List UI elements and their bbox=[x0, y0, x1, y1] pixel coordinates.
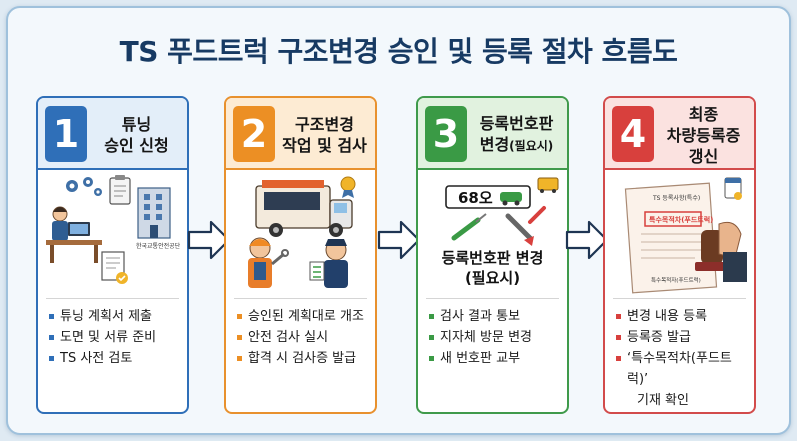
step-4-item: 등록증 발급 bbox=[615, 327, 748, 348]
screwdriver-icon bbox=[451, 213, 487, 241]
plate-caption: 등록번호판 변경 (필요시) bbox=[418, 248, 567, 288]
step-title-2-line1: 구조변경 bbox=[295, 115, 354, 134]
step-card-4: 4 최종 차량등록증 갱신 TS 등록사항(특수) 특수목적차(푸드트럭) 특수… bbox=[603, 96, 756, 414]
step-3-item: 새 번호판 교부 bbox=[428, 348, 561, 369]
step-1-item: 도면 및 서류 준비 bbox=[48, 327, 181, 348]
wrench-icon bbox=[505, 206, 546, 246]
flow-arrow-icon bbox=[377, 220, 421, 260]
plate-caption-line2: (필요시) bbox=[464, 269, 521, 287]
step-title-2-line2: 작업 및 검사 bbox=[282, 136, 367, 155]
step-title-3-note: (필요시) bbox=[509, 139, 554, 153]
step-card-2: 2 구조변경 작업 및 검사 bbox=[224, 96, 377, 414]
step-title-2: 구조변경 작업 및 검사 bbox=[278, 108, 371, 162]
step-title-4-line2: 차량등록증 갱신 bbox=[666, 125, 741, 166]
building-label: 한국교통안전공단 bbox=[136, 242, 181, 250]
step-title-1-line1: 튜닝 bbox=[121, 115, 152, 134]
step-title-1: 튜닝 승인 신청 bbox=[90, 108, 183, 162]
step-items-2: 승인된 계획대로 개조 안전 검사 실시 합격 시 검사증 발급 bbox=[236, 306, 369, 369]
food-truck-icon bbox=[255, 180, 353, 237]
flow-arrow-icon bbox=[565, 220, 609, 260]
step-4-item-continued: 기재 확인 bbox=[637, 393, 689, 408]
step-3-item: 지자체 방문 변경 bbox=[428, 327, 561, 348]
step-1-item: TS 사전 검토 bbox=[48, 348, 181, 369]
flow-arrow-icon bbox=[187, 220, 231, 260]
step-header-1: 1 튜닝 승인 신청 bbox=[38, 98, 187, 170]
step-title-3-line2: 변경(필요시) bbox=[480, 134, 554, 157]
step-items-4: 변경 내용 등록 등록증 발급 ‘특수목적차(푸드트럭)’ 기재 확인 bbox=[615, 306, 748, 411]
step-title-4-line1: 최종 bbox=[688, 104, 719, 124]
step-title-3-line1: 등록번호판 bbox=[479, 114, 554, 133]
building-icon bbox=[137, 187, 171, 239]
certification-badge-icon bbox=[340, 176, 356, 198]
step-title-3-main: 변경 bbox=[479, 135, 510, 154]
step-number-1: 1 bbox=[45, 106, 87, 162]
license-plate-icon: 68오 bbox=[445, 185, 531, 209]
diagram-title: TS 푸드트럭 구조변경 승인 및 등록 절차 흐름도 bbox=[119, 35, 678, 68]
approved-document-icon bbox=[101, 251, 128, 284]
inspector-officer-icon bbox=[309, 239, 348, 288]
step-divider-3 bbox=[426, 298, 559, 299]
document-stamp-text: 특수목적차(푸드트럭) bbox=[649, 215, 713, 224]
step-card-3: 3 등록번호판 변경(필요시) 68오 등록번호판 변경 (필요시) bbox=[416, 96, 569, 414]
office-application-illustration: 한국교통안전공단 bbox=[46, 175, 181, 284]
stamp-hand-icon bbox=[695, 221, 747, 282]
step-4-item: 변경 내용 등록 bbox=[615, 306, 748, 327]
step-divider-4 bbox=[613, 298, 746, 299]
registration-certificate-illustration: TS 등록사항(특수) 특수목적차(푸드트럭) 특수목적자(푸드트럭) bbox=[624, 177, 747, 294]
step-divider-2 bbox=[234, 298, 367, 299]
step-title-1-line2: 승인 신청 bbox=[104, 136, 169, 155]
step-number-3: 3 bbox=[425, 106, 467, 162]
step-2-item: 안전 검사 실시 bbox=[236, 327, 369, 348]
person-at-desk-icon bbox=[46, 206, 102, 263]
step-1-item: 튜닝 계획서 제출 bbox=[48, 306, 181, 327]
plate-caption-line1: 등록번호판 변경 bbox=[441, 249, 544, 267]
plate-number-text: 68오 bbox=[458, 189, 493, 207]
step-3-item: 검사 결과 통보 bbox=[428, 306, 561, 327]
step-items-1: 튜닝 계획서 제출 도면 및 서류 준비 TS 사전 검토 bbox=[48, 306, 181, 369]
step-2-item: 합격 시 검사증 발급 bbox=[236, 348, 369, 369]
step-number-4: 4 bbox=[612, 106, 654, 162]
mechanic-worker-icon bbox=[248, 237, 289, 288]
calendar-badge-icon bbox=[724, 177, 742, 200]
inspection-illustration bbox=[248, 176, 356, 288]
step-items-3: 검사 결과 통보 지자체 방문 변경 새 번호판 교부 bbox=[428, 306, 561, 369]
registration-document-icon: TS 등록사항(특수) 특수목적차(푸드트럭) 특수목적자(푸드트럭) bbox=[624, 182, 718, 294]
step-title-4: 최종 차량등록증 갱신 bbox=[657, 105, 750, 166]
gear-icon bbox=[66, 177, 102, 196]
step-4-item: ‘특수목적차(푸드트럭)’ bbox=[615, 348, 748, 390]
step-divider-1 bbox=[46, 298, 179, 299]
step-header-3: 3 등록번호판 변경(필요시) bbox=[418, 98, 567, 170]
step-card-1: 1 튜닝 승인 신청 한국교통안전공단 bbox=[36, 96, 189, 414]
step-number-2: 2 bbox=[233, 106, 275, 162]
step-header-2: 2 구조변경 작업 및 검사 bbox=[226, 98, 375, 170]
document-header-text: TS 등록사항(특수) bbox=[652, 194, 700, 202]
step-2-item: 승인된 계획대로 개조 bbox=[236, 306, 369, 327]
truck-badge-icon bbox=[537, 177, 559, 193]
step-header-4: 4 최종 차량등록증 갱신 bbox=[605, 98, 754, 170]
clipboard-icon bbox=[109, 175, 131, 205]
step-title-3: 등록번호판 변경(필요시) bbox=[470, 108, 563, 162]
license-plate-illustration: 68오 bbox=[445, 177, 559, 246]
document-footer-text: 특수목적자(푸드트럭) bbox=[651, 276, 701, 284]
